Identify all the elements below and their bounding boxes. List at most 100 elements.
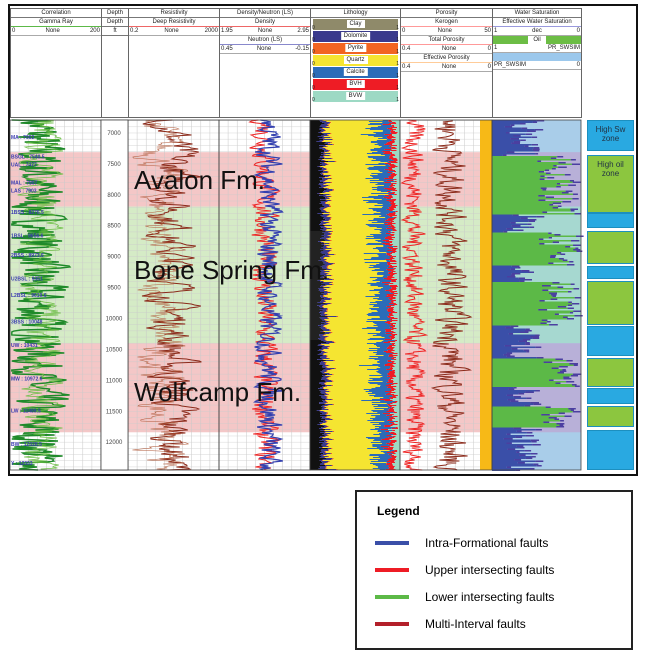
water-saturation-bar bbox=[492, 144, 532, 146]
lithology-fill bbox=[310, 248, 324, 250]
sw-curve-mark bbox=[513, 141, 521, 143]
lithology-fill bbox=[395, 229, 400, 231]
sw-curve-mark bbox=[550, 298, 558, 300]
lithology-fill bbox=[328, 294, 375, 296]
lithology-fill bbox=[310, 315, 322, 317]
water-saturation-bar bbox=[492, 186, 557, 188]
lithology-fill bbox=[397, 286, 400, 288]
lithology-fill bbox=[371, 410, 389, 412]
lithology-fill bbox=[330, 256, 379, 258]
lithology-fill bbox=[321, 128, 323, 130]
lithology-fill bbox=[310, 269, 327, 271]
lithology-fill bbox=[323, 136, 325, 138]
lithology-fill bbox=[310, 165, 323, 167]
water-saturation-bar bbox=[492, 234, 555, 236]
lithology-fill bbox=[392, 216, 400, 218]
lithology-fill bbox=[389, 275, 394, 277]
water-saturation-bar bbox=[492, 441, 532, 443]
lithology-fill bbox=[373, 166, 391, 168]
formation-top-marker: 1BSS : 8276.5 bbox=[11, 210, 44, 216]
lithology-fill bbox=[397, 160, 400, 162]
lithology-fill bbox=[319, 403, 325, 405]
lithology-fill bbox=[386, 464, 393, 466]
sw-curve-mark bbox=[550, 294, 557, 296]
water-saturation-bar bbox=[492, 391, 526, 393]
water-saturation-bar bbox=[492, 385, 575, 387]
lithology-fill bbox=[395, 375, 400, 377]
water-saturation-bar bbox=[492, 196, 546, 198]
lithology-fill bbox=[379, 216, 390, 218]
sw-curve-mark bbox=[507, 448, 516, 450]
lithology-fill bbox=[373, 457, 392, 459]
lithology-fill bbox=[310, 164, 321, 166]
lithology-fill bbox=[310, 461, 322, 463]
sw-curve-mark bbox=[573, 364, 578, 366]
lithology-fill bbox=[323, 281, 324, 283]
lithology-fill bbox=[320, 392, 326, 394]
lithology-fill bbox=[328, 204, 331, 206]
lithology-fill bbox=[326, 294, 329, 296]
lithology-fill bbox=[328, 215, 382, 217]
lithology-fill bbox=[395, 189, 400, 191]
lithology-fill bbox=[333, 263, 336, 265]
lithology-fill bbox=[310, 433, 325, 435]
lithology-fill bbox=[324, 323, 329, 325]
lithology-fill bbox=[324, 181, 384, 183]
lithology-fill bbox=[371, 270, 388, 272]
water-saturation-bar bbox=[492, 235, 576, 237]
lithology-fill bbox=[321, 124, 328, 126]
lithology-fill bbox=[331, 217, 386, 219]
lithology-fill bbox=[321, 172, 328, 174]
lithology-fill bbox=[377, 349, 391, 351]
lithology-fill bbox=[329, 243, 331, 245]
water-saturation-bar bbox=[492, 463, 534, 465]
lithology-fill bbox=[392, 128, 400, 130]
lithology-fill bbox=[332, 158, 373, 160]
lithology-fill bbox=[319, 460, 323, 462]
lithology-fill bbox=[366, 343, 392, 345]
lithology-fill bbox=[371, 309, 388, 311]
lithology-fill bbox=[327, 328, 363, 330]
lithology-fill bbox=[393, 338, 400, 340]
header-water-saturation: Water Saturation Effective Water Saturat… bbox=[492, 8, 582, 118]
legend-item: Intra-Formational faults bbox=[375, 536, 548, 550]
lithology-fill bbox=[386, 200, 396, 202]
lithology-fill bbox=[310, 327, 320, 329]
lithology-fill bbox=[330, 298, 332, 300]
lithology-fill bbox=[387, 387, 394, 389]
lithology-fill bbox=[319, 195, 326, 197]
lithology-fill bbox=[325, 203, 327, 205]
lithology-fill bbox=[387, 452, 395, 454]
lithology-fill bbox=[330, 346, 377, 348]
lithology-fill bbox=[333, 374, 382, 376]
lithology-fill bbox=[397, 424, 400, 426]
lithology-fill bbox=[393, 381, 400, 383]
sw-curve-mark bbox=[562, 201, 572, 203]
lithology-fill bbox=[310, 186, 322, 188]
sw-curve-mark bbox=[524, 405, 531, 407]
water-saturation-bar bbox=[492, 366, 560, 368]
lithology-fill bbox=[320, 371, 327, 373]
lithology-fill bbox=[329, 151, 378, 153]
lithology-fill bbox=[321, 340, 326, 342]
lithology-fill bbox=[379, 297, 391, 299]
lithology-fill bbox=[375, 295, 388, 297]
lithology-fill bbox=[331, 429, 371, 431]
lithology-fill bbox=[395, 250, 400, 252]
lithology-fill bbox=[310, 314, 321, 316]
lithology-fill bbox=[310, 284, 326, 286]
lithology-fill bbox=[310, 338, 319, 340]
lithology-fill bbox=[387, 136, 394, 138]
lithology-fill bbox=[327, 238, 366, 240]
lithology-fill bbox=[325, 334, 377, 336]
sw-curve-mark bbox=[532, 337, 540, 339]
lithology-fill bbox=[328, 212, 330, 214]
water-saturation-bar bbox=[492, 432, 527, 434]
lithology-fill bbox=[384, 178, 394, 180]
lithology-fill bbox=[321, 130, 326, 132]
water-saturation-bar bbox=[492, 406, 546, 408]
lithology-fill bbox=[325, 403, 387, 405]
formation-top-marker: BSGL : 7540.5 bbox=[11, 155, 45, 161]
lithology-fill bbox=[383, 153, 393, 155]
lithology-fill bbox=[323, 282, 332, 284]
